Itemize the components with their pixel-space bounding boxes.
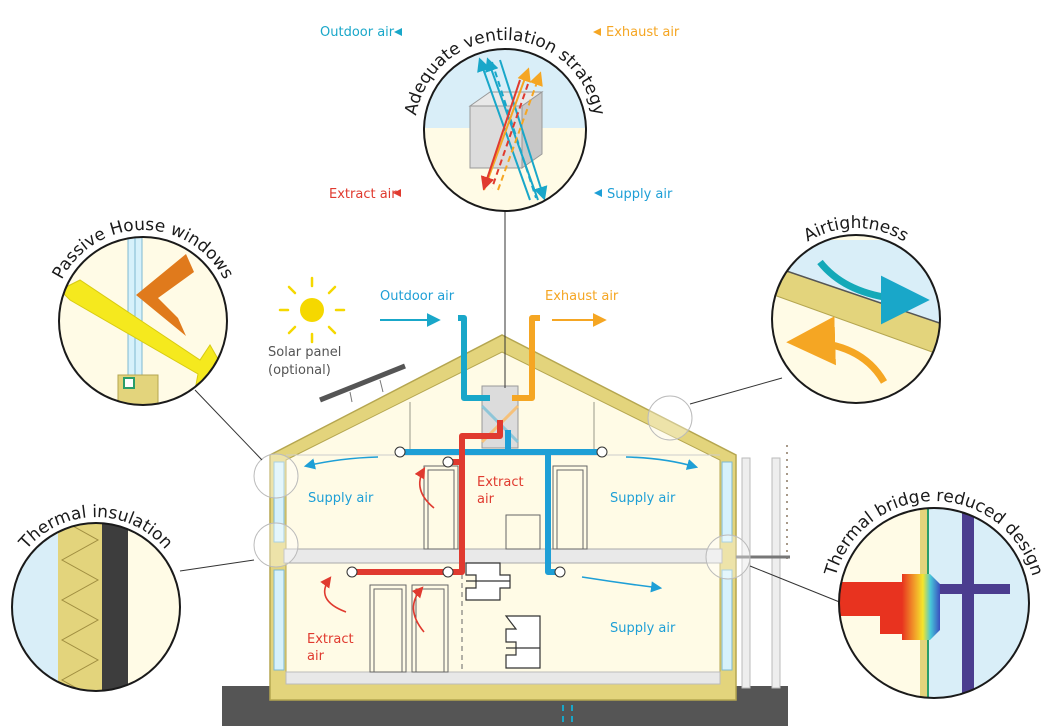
callout-windows: Passive House windows (49, 215, 237, 406)
callout-insulation: Thermal insulation (11, 502, 181, 692)
lower-extract-label: Extract (307, 632, 354, 647)
callout-thermal-bridge: Thermal bridge reduced design (821, 486, 1047, 699)
vent-extract-air-label: Extract air (329, 187, 397, 202)
ducts (352, 315, 602, 575)
leader-lines (179, 211, 843, 604)
staircase (465, 562, 541, 669)
interior-details (369, 465, 588, 673)
sun-icon (278, 276, 346, 344)
house-shell (269, 334, 737, 701)
exterior-fixture (736, 445, 790, 689)
vent-supply-arrow-icon (594, 189, 602, 197)
vent-exhaust-air-label: Exhaust air (606, 25, 680, 40)
callout-airtightness: Airtightness (771, 213, 941, 404)
solar-panel-optional-label: (optional) (268, 363, 331, 378)
house-outdoor-air-label: Outdoor air (380, 289, 455, 304)
vent-supply-air-label: Supply air (607, 187, 673, 202)
vent-outdoor-arrow-icon (394, 28, 402, 36)
vent-extract-arrow-icon (393, 189, 401, 197)
callout-ventilation: Adequate ventilation strategy Outdoor ai… (320, 25, 680, 212)
vent-outdoor-air-label: Outdoor air (320, 25, 395, 40)
upper-left-supply-label: Supply air (308, 491, 374, 506)
solar-panel-icon (319, 363, 406, 403)
upper-right-supply-label: Supply air (610, 491, 676, 506)
vent-exhaust-arrow-icon (593, 28, 601, 36)
detail-markers (253, 395, 751, 580)
lower-extract-label-2: air (307, 649, 325, 664)
airflow-arrows (303, 313, 699, 633)
solar-panel-label: Solar panel (268, 345, 341, 360)
upper-extract-label: Extract (477, 475, 524, 490)
house-labels: Outdoor air Exhaust air Solar panel (opt… (268, 289, 676, 664)
upper-extract-label-2: air (477, 492, 495, 507)
house-exhaust-air-label: Exhaust air (545, 289, 619, 304)
lower-supply-label: Supply air (610, 621, 676, 636)
duct-outlets (346, 446, 608, 578)
